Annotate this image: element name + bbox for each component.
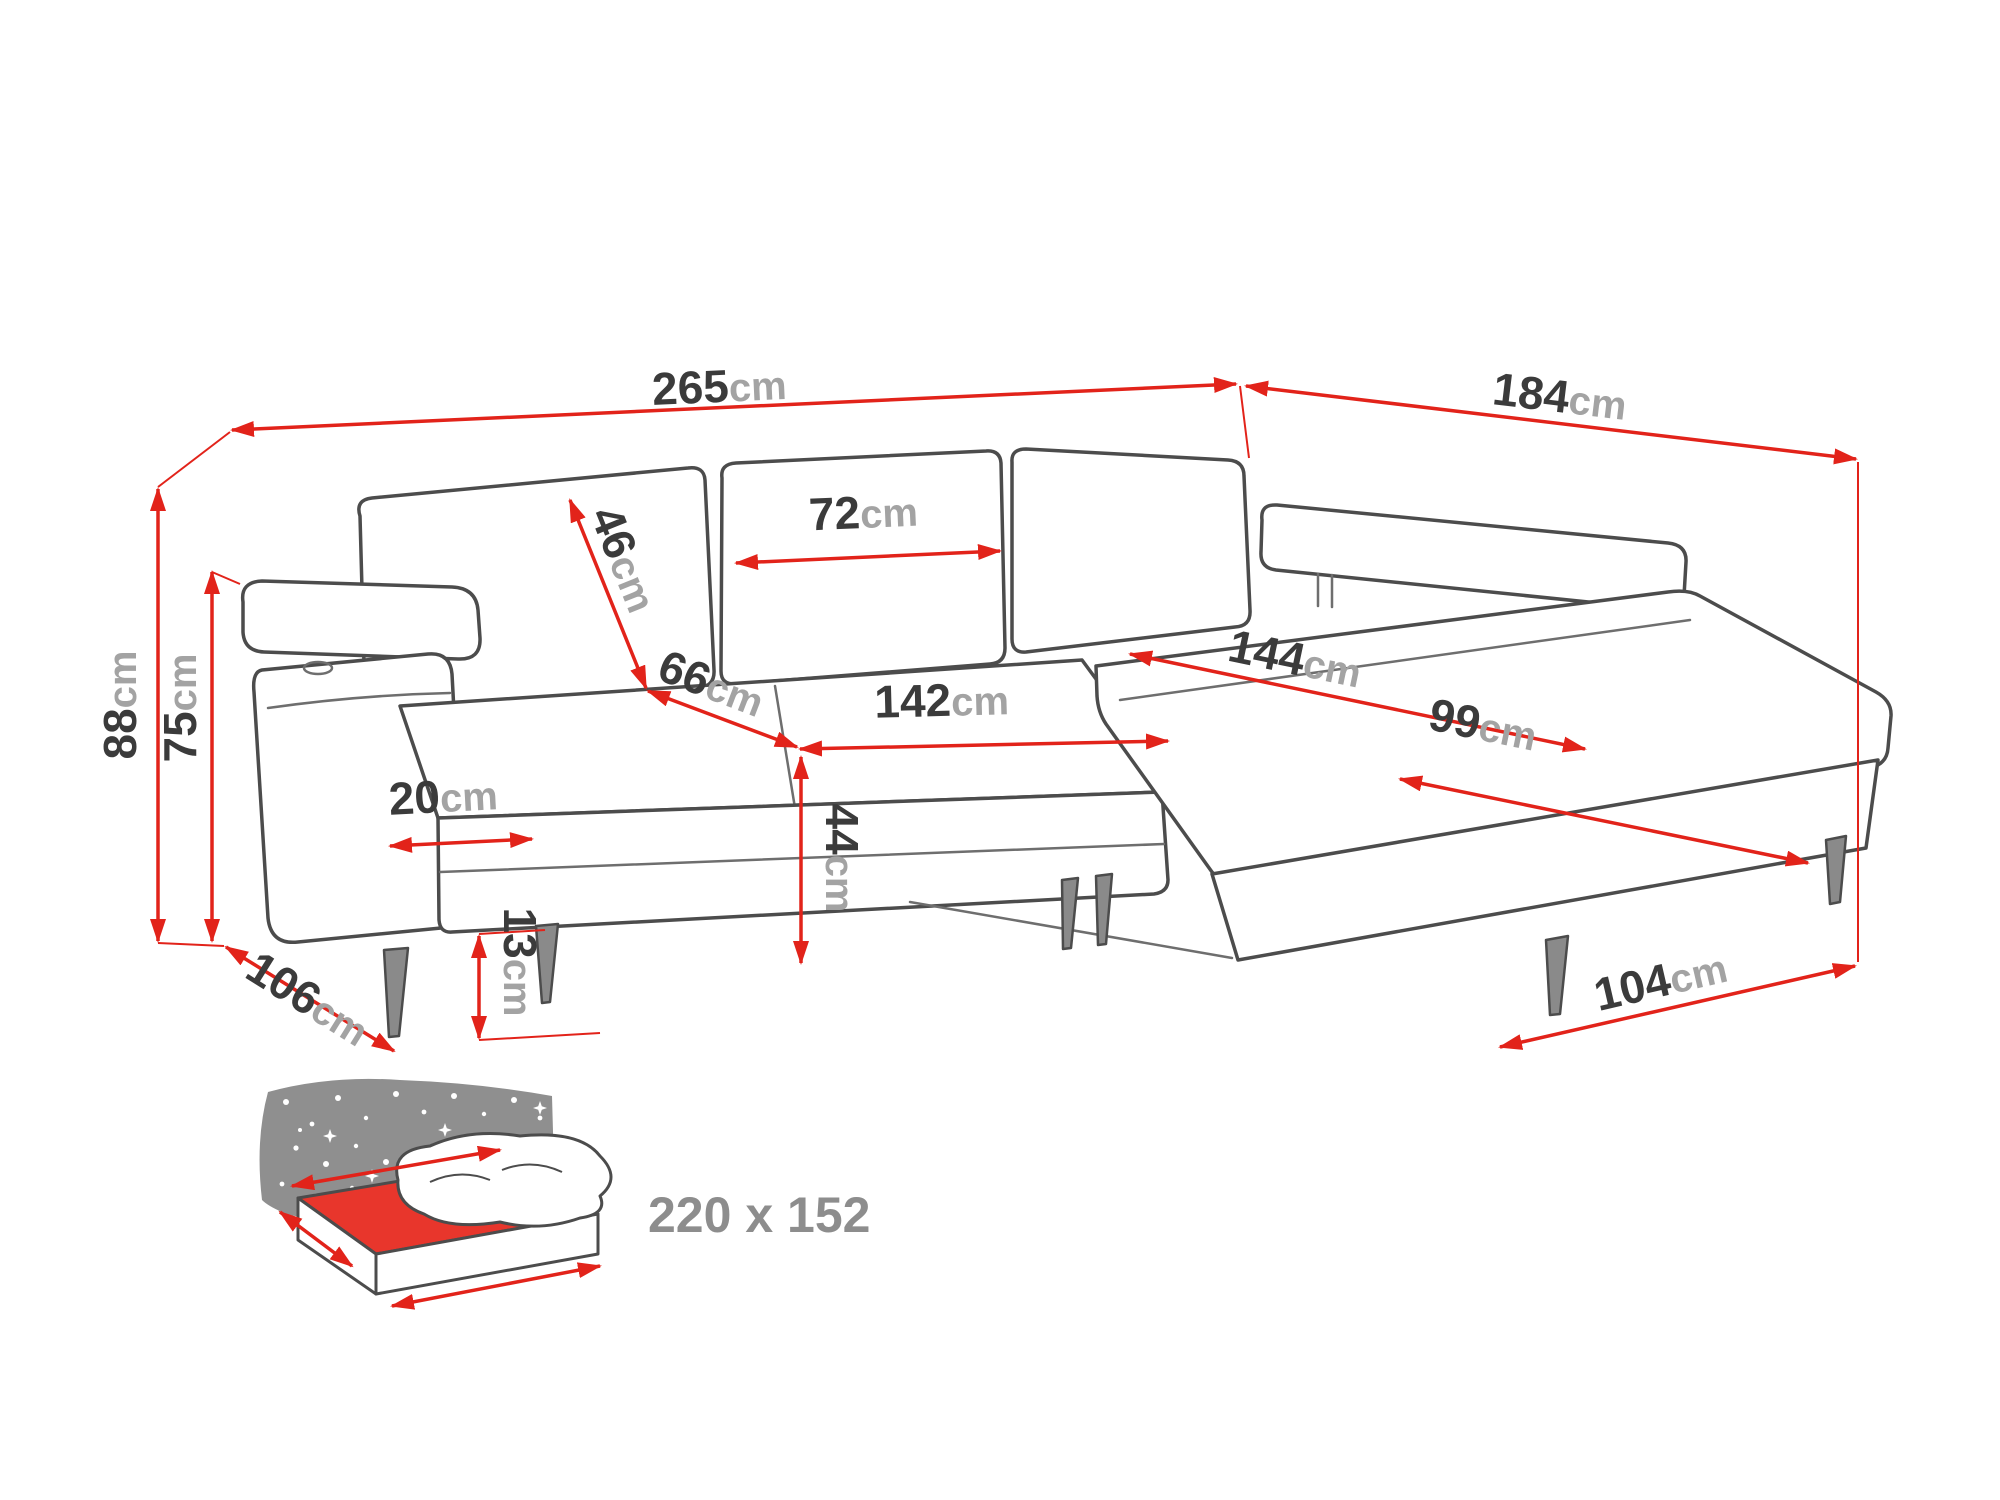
leg-junction-b bbox=[1094, 872, 1114, 947]
armrest-detail bbox=[302, 660, 334, 676]
dim-line-back-cushion-width bbox=[734, 544, 1002, 570]
dim-label-leg-height: 13cm bbox=[494, 908, 546, 1017]
sleeping-function-icon: 220 x 152 bbox=[259, 1078, 870, 1310]
mattress-arrow-left bbox=[278, 1210, 354, 1268]
dim-line-back-cushion-height bbox=[568, 498, 648, 690]
dim-label-seat-width: 142cm bbox=[874, 672, 1010, 728]
dim-label-total-width: 265cm bbox=[651, 357, 788, 415]
leg-front-second bbox=[534, 922, 560, 1005]
dimension-labels: 265cm 184cm 88cm 75cm 46cm 72cm 66cm 142… bbox=[94, 357, 1732, 1056]
dim-line-total-width bbox=[230, 377, 1238, 437]
chaise-headrest-rail bbox=[1259, 503, 1688, 612]
dim-line-total-depth bbox=[1244, 380, 1858, 465]
dim-line-armrest-width bbox=[388, 832, 534, 853]
dim-label-total-depth: 184cm bbox=[1490, 362, 1630, 430]
ext-leg-top bbox=[478, 929, 546, 935]
rail-bracket-left bbox=[1316, 572, 1334, 609]
dim-line-seat-width bbox=[798, 733, 1170, 757]
sleeping-area-size: 220 x 152 bbox=[648, 1187, 870, 1243]
armrest-top-seam bbox=[266, 691, 452, 710]
leg-junction-a bbox=[1060, 876, 1080, 951]
mattress-arrow-bottom bbox=[390, 1262, 602, 1310]
ext-corner-drop bbox=[1239, 385, 1250, 459]
leg-chaise-front bbox=[1544, 934, 1570, 1017]
dim-line-chaise-width bbox=[1498, 963, 1857, 1050]
ext-top-left bbox=[157, 431, 231, 488]
dim-line-seat-depth bbox=[646, 689, 799, 749]
dim-line-chaise-seat-length bbox=[1128, 650, 1587, 753]
dim-label-back-cushion-width: 72cm bbox=[808, 484, 919, 541]
dim-line-chaise-seat-width bbox=[1398, 775, 1810, 867]
dimension-lines bbox=[150, 377, 1859, 1053]
mattress-icon bbox=[278, 1132, 613, 1310]
armrest-headrest-cushion bbox=[240, 579, 482, 661]
duvet-icon bbox=[395, 1132, 613, 1228]
dim-label-armrest-width: 20cm bbox=[387, 767, 499, 825]
dim-label-total-height: 88cm bbox=[94, 651, 146, 760]
leg-chaise-right bbox=[1824, 834, 1848, 906]
dim-label-seat-height: 44cm bbox=[816, 804, 868, 913]
back-cushion-middle bbox=[719, 449, 1007, 686]
back-cushion-corner bbox=[1010, 447, 1252, 654]
ext-backrest-top bbox=[211, 571, 241, 585]
duvet-fold-line-b bbox=[501, 1163, 563, 1173]
dim-line-side-depth bbox=[224, 945, 396, 1053]
dim-label-backrest-height: 75cm bbox=[154, 654, 206, 763]
seat-front-face bbox=[436, 790, 1170, 934]
mattress-arrow-top bbox=[290, 1145, 502, 1191]
leg-front-left bbox=[382, 946, 410, 1039]
ext-leg-floor bbox=[478, 1032, 601, 1041]
ext-left-bottom bbox=[157, 942, 225, 947]
dim-label-side-depth: 106cm bbox=[238, 941, 380, 1056]
